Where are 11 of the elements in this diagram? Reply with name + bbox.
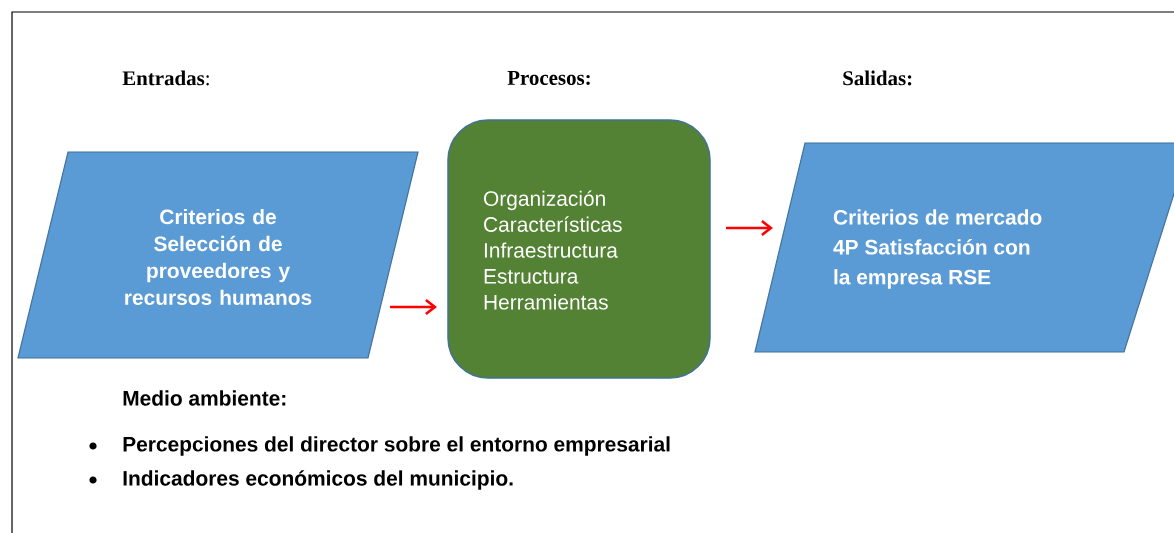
input-parallelogram: Criterios de Selección de proveedores y recursos humanos (17, 151, 419, 359)
bullet-item: Percepciones del director sobre el entorno empresarial (123, 436, 670, 456)
section-heading: Medio ambiente: (123, 390, 286, 406)
arrow (726, 219, 773, 236)
arrow (390, 298, 437, 315)
output-parallelogram: Criterios de mercado 4P Satisfacción con la empresa RSE (754, 142, 1174, 353)
column-heading: Entradas: (122, 70, 209, 86)
bullet-item: Indicadores económicos del municipio. (123, 470, 513, 490)
column-heading: Salidas: (843, 70, 912, 86)
column-heading: Procesos: (507, 71, 590, 85)
process-box: Organización Características Infraestructura Estructura Herramientas (447, 119, 711, 379)
